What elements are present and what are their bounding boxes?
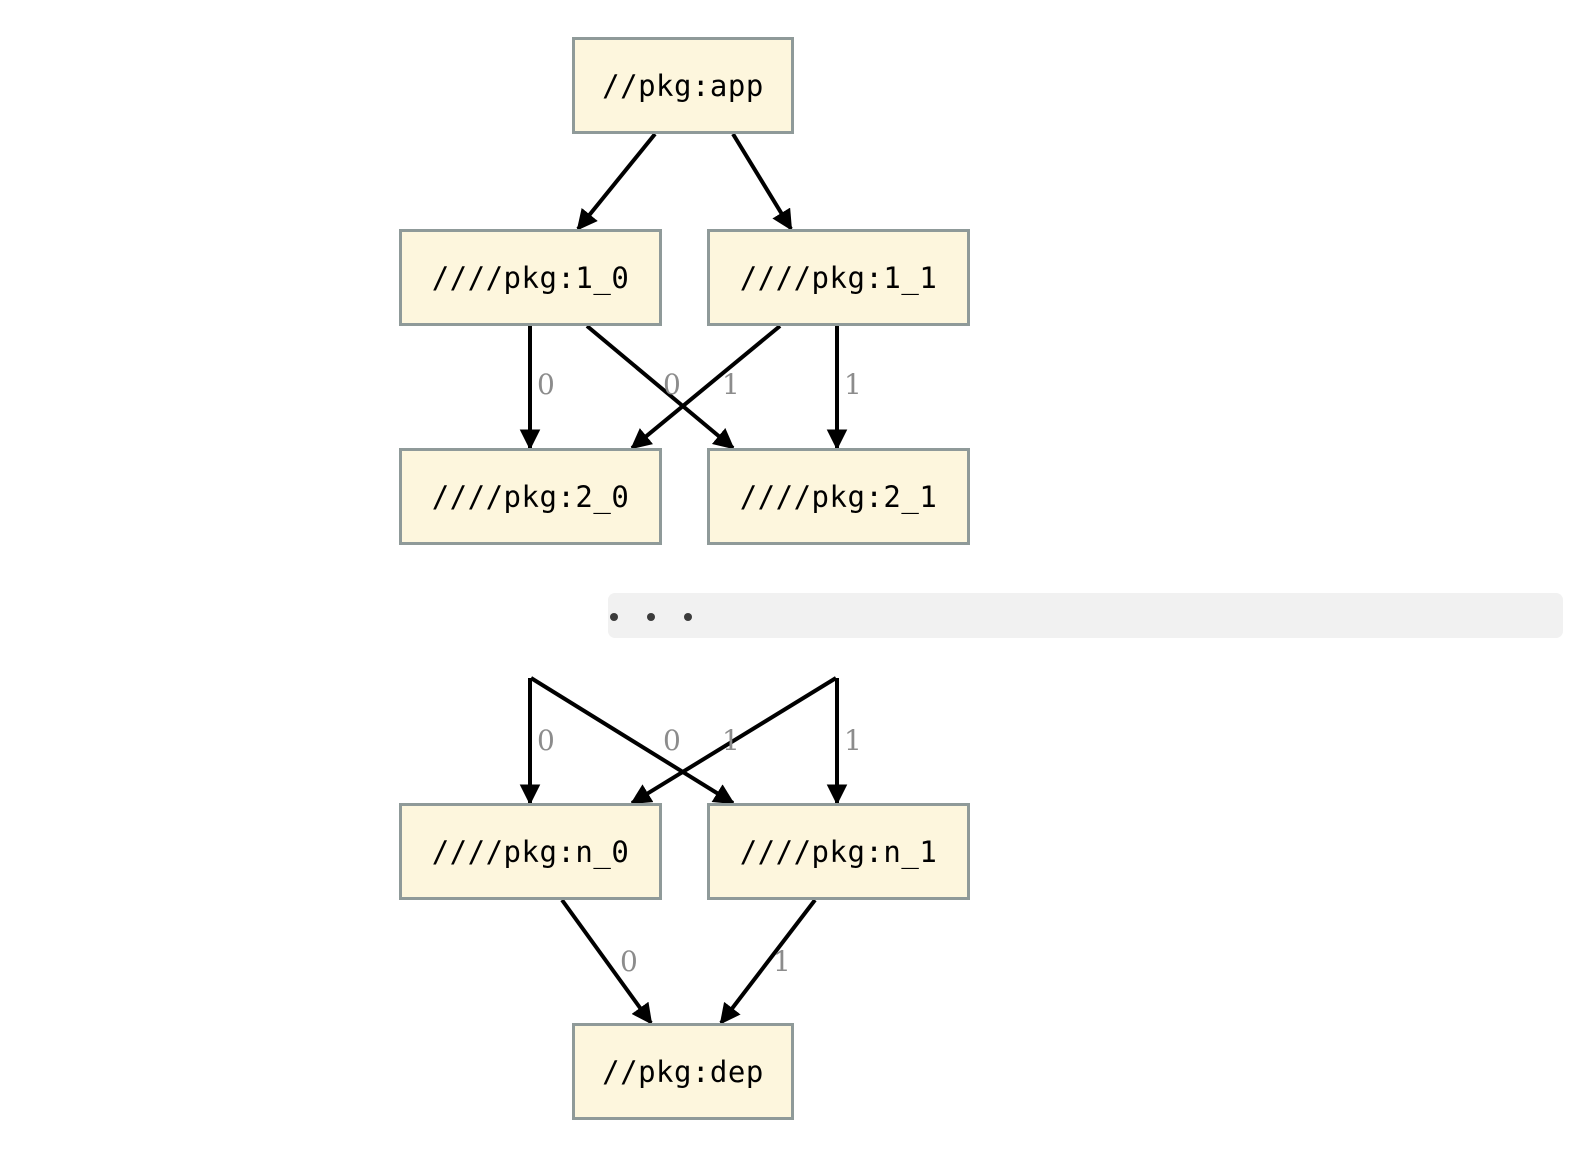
edge-ln_1-to-dep <box>719 898 817 1025</box>
node-app[interactable]: //pkg:app <box>572 37 794 134</box>
edge-upstream-to-ln_1 <box>529 676 735 805</box>
node-label: ////pkg:1_1 <box>739 260 938 295</box>
edge-label: 0 <box>663 724 681 757</box>
node-l1_0[interactable]: ////pkg:1_0 <box>399 229 662 326</box>
edge-label: 1 <box>844 724 862 757</box>
edge-ln_0-to-dep <box>560 898 653 1025</box>
node-label: //pkg:dep <box>602 1054 764 1089</box>
node-label: ////pkg:2_0 <box>431 479 630 514</box>
node-l2_0[interactable]: ////pkg:2_0 <box>399 448 662 545</box>
node-l2_1[interactable]: ////pkg:2_1 <box>707 448 970 545</box>
ellipsis-band <box>608 593 1563 638</box>
edge-label: 0 <box>537 368 555 401</box>
node-label: ////pkg:n_1 <box>739 834 938 869</box>
node-label: ////pkg:1_0 <box>431 260 630 295</box>
node-label: ////pkg:2_1 <box>739 479 938 514</box>
edge-app-to-l1_1 <box>731 132 793 231</box>
node-label: //pkg:app <box>602 68 764 103</box>
node-ln_0[interactable]: ////pkg:n_0 <box>399 803 662 900</box>
edge-label: 1 <box>844 368 862 401</box>
edge-label: 0 <box>663 368 681 401</box>
edge-label: 1 <box>722 724 740 757</box>
edge-app-to-l1_0 <box>576 132 657 231</box>
edge-upstream-to-ln_0 <box>630 676 838 805</box>
edge-l1_0-to-l2_1 <box>585 324 735 450</box>
ellipsis-dots <box>610 613 721 621</box>
edge-label: 1 <box>773 945 791 978</box>
node-l1_1[interactable]: ////pkg:1_1 <box>707 229 970 326</box>
node-dep[interactable]: //pkg:dep <box>572 1023 794 1120</box>
edge-label: 0 <box>620 945 638 978</box>
node-ln_1[interactable]: ////pkg:n_1 <box>707 803 970 900</box>
ellipsis-dot <box>610 613 618 621</box>
edge-label: 1 <box>722 368 740 401</box>
edge-label: 0 <box>537 724 555 757</box>
ellipsis-dot <box>647 613 655 621</box>
node-label: ////pkg:n_0 <box>431 834 630 869</box>
ellipsis-dot <box>684 613 692 621</box>
edge-l1_1-to-l2_0 <box>630 324 782 450</box>
